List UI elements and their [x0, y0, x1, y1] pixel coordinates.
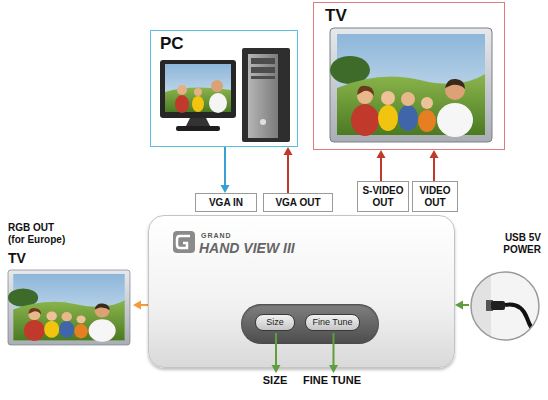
port-label: VIDEO OUT — [412, 181, 458, 212]
node-text: S-VIDEO OUT — [361, 185, 405, 208]
pc-illustration — [160, 48, 290, 142]
pc-box: PC — [150, 30, 298, 147]
callout-label: SIZE — [250, 374, 300, 387]
node-text: Fine Tune — [312, 318, 352, 328]
tv-illustration — [8, 270, 130, 345]
tv-box: TV — [313, 2, 505, 150]
fine-tune-button: Fine Tune — [305, 314, 360, 331]
node-text: VGA IN — [199, 197, 253, 209]
arrow-connector — [221, 147, 230, 193]
size-button: Size — [255, 314, 295, 331]
port-label: VGA OUT — [263, 193, 333, 212]
node-text: PC — [151, 31, 297, 57]
callout-label: RGB OUT (for Europe) — [8, 222, 71, 246]
tv-illustration — [330, 28, 492, 142]
node-text: Size — [266, 318, 284, 328]
arrow-connector — [284, 147, 293, 193]
node-text: TV — [5, 250, 133, 267]
usb-power-port: USB 5V POWER — [469, 270, 541, 342]
device-decor — [149, 216, 456, 400]
callout-label: FINE TUNE — [300, 374, 364, 387]
node-text: TV — [314, 3, 504, 29]
arrow-connector — [133, 301, 148, 310]
node-text: USB 5V POWER — [493, 232, 541, 256]
logo-mark — [173, 231, 195, 253]
arrow-connector — [377, 150, 386, 181]
arrow-connector — [430, 150, 439, 181]
port-label: VGA IN — [195, 193, 257, 212]
usb-port-illustration — [469, 270, 541, 342]
node-text: VGA OUT — [267, 197, 329, 209]
node-text: GRAND — [201, 232, 232, 239]
arrow-connector — [455, 301, 469, 310]
node-text: VIDEO OUT — [416, 185, 454, 208]
converter-device: GRANDHAND VIEW III Size Fine Tune — [148, 215, 455, 368]
tv-box: TV — [5, 250, 133, 348]
port-label: S-VIDEO OUT — [357, 181, 409, 212]
node-text: HAND VIEW III — [199, 240, 295, 257]
leader-arrows — [272, 333, 339, 373]
